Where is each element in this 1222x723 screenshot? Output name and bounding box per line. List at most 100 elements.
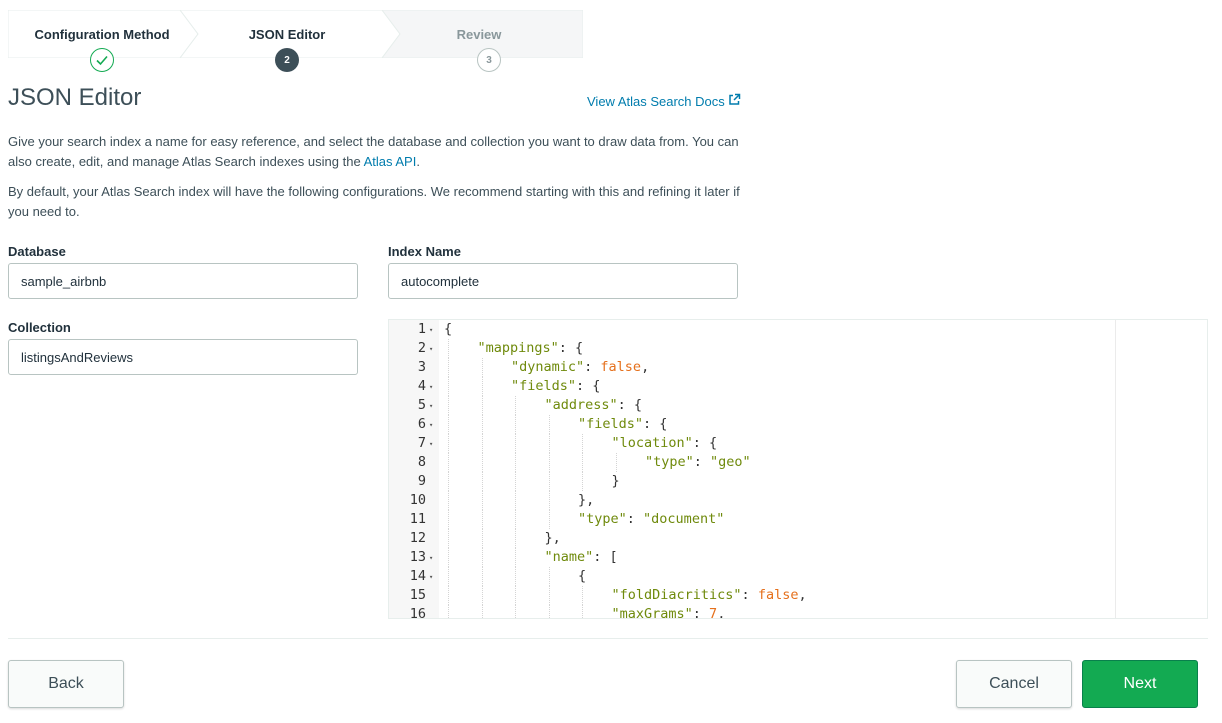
code-token: : [	[593, 549, 618, 565]
step-json-editor[interactable]: JSON Editor 2	[196, 10, 378, 78]
line-number: 15	[409, 587, 426, 603]
index-name-label: Index Name	[388, 244, 461, 259]
code-token: :	[693, 454, 711, 470]
code-token: : {	[692, 435, 718, 451]
defaults-paragraph: By default, your Atlas Search index will…	[8, 184, 740, 219]
code-token: 7	[709, 606, 718, 619]
indent-guide	[448, 529, 449, 548]
indent-guide	[481, 377, 483, 396]
step-configuration-method[interactable]: Configuration Method	[8, 10, 196, 78]
atlas-api-link[interactable]: Atlas API	[363, 154, 417, 169]
view-docs-link[interactable]: View Atlas Search Docs	[587, 93, 741, 109]
fold-toggle-icon[interactable]: ▾	[429, 326, 434, 334]
code-text: "maxGrams": 7,	[611, 605, 726, 619]
database-field[interactable]	[8, 263, 358, 299]
stepper-background	[8, 10, 583, 58]
check-icon	[90, 48, 114, 72]
code-token: "foldDiacritics"	[611, 587, 742, 603]
indent-guide	[548, 453, 550, 472]
indent-guide	[515, 396, 516, 415]
code-token: :	[584, 359, 601, 375]
indent-guide	[515, 491, 516, 510]
code-text: "address": {	[545, 396, 643, 415]
editor-line: 6▾"fields": {	[389, 415, 1207, 434]
indent-guide	[481, 396, 483, 415]
code-token: false	[600, 359, 642, 375]
next-button[interactable]: Next	[1082, 660, 1198, 708]
indent-guide	[448, 434, 449, 453]
indent-guide	[548, 510, 550, 529]
json-editor[interactable]: 1▾{2▾"mappings": {3"dynamic": false,4▾"f…	[388, 319, 1208, 619]
line-number: 5	[417, 397, 426, 413]
code-token: ,	[798, 587, 807, 603]
indent-guide	[515, 586, 516, 605]
editor-line: 10},	[389, 491, 1207, 510]
description-text-end: .	[416, 154, 420, 169]
code-token: "geo"	[710, 454, 751, 470]
fold-toggle-icon[interactable]: ▾	[429, 345, 434, 353]
code-text: "foldDiacritics": false,	[612, 586, 807, 605]
editor-line: 11"type": "document"	[389, 510, 1207, 529]
indent-guide	[515, 529, 516, 548]
indent-guide	[515, 434, 516, 453]
external-link-icon	[728, 93, 741, 109]
step-review[interactable]: Review 3	[386, 10, 572, 78]
code-text: "name": [	[545, 548, 618, 567]
fold-toggle-icon[interactable]: ▾	[429, 421, 434, 429]
index-name-field[interactable]	[388, 263, 738, 299]
indent-guide	[548, 567, 550, 586]
indent-guide	[448, 510, 449, 529]
indent-guide	[548, 434, 550, 453]
line-number: 12	[409, 530, 426, 546]
line-number: 8	[417, 454, 426, 470]
fold-toggle-icon[interactable]: ▾	[429, 383, 434, 391]
code-token: "type"	[645, 454, 694, 470]
code-token: "name"	[544, 549, 594, 565]
back-button[interactable]: Back	[8, 660, 124, 708]
step-label: Review	[456, 27, 502, 42]
code-token: "address"	[544, 397, 618, 413]
fold-toggle-icon[interactable]: ▾	[429, 402, 434, 410]
indent-guide	[481, 415, 483, 434]
fold-toggle-icon[interactable]: ▾	[429, 554, 434, 562]
indent-guide	[481, 605, 483, 618]
indent-guide	[448, 339, 449, 358]
fold-toggle-icon[interactable]: ▾	[429, 440, 434, 448]
indent-guide	[515, 605, 516, 618]
code-text: "fields": {	[511, 377, 600, 396]
indent-guide	[481, 434, 483, 453]
indent-guide	[548, 605, 550, 618]
code-token: }	[611, 473, 620, 489]
indent-guide	[481, 548, 483, 567]
code-token: : {	[617, 397, 643, 413]
indent-guide	[448, 586, 449, 605]
indent-guide	[481, 472, 483, 491]
step-number-badge: 2	[275, 48, 299, 72]
code-text: "type": "geo"	[645, 453, 751, 472]
indent-guide	[615, 453, 617, 472]
database-label: Database	[8, 244, 66, 259]
editor-line: 2▾"mappings": {	[389, 339, 1207, 358]
cancel-button[interactable]: Cancel	[956, 660, 1072, 708]
indent-guide	[448, 605, 449, 618]
collection-field[interactable]	[8, 339, 358, 375]
editor-line: 16 "maxGrams": 7,	[389, 605, 1207, 619]
code-token: : {	[643, 416, 668, 432]
line-number: 4	[417, 378, 426, 394]
indent-guide	[582, 472, 583, 491]
line-number: 9	[417, 473, 426, 489]
indent-guide	[515, 415, 516, 434]
indent-guide	[448, 491, 449, 510]
code-token: "type"	[578, 511, 627, 527]
code-text: {	[444, 320, 452, 339]
indent-guide	[481, 586, 483, 605]
line-number: 16	[409, 606, 426, 619]
code-token: "maxGrams"	[611, 606, 693, 619]
indent-guide	[582, 586, 583, 605]
code-token: :	[692, 606, 710, 619]
code-token: "fields"	[578, 416, 644, 432]
fold-toggle-icon[interactable]: ▾	[429, 573, 434, 581]
line-number: 14	[409, 568, 426, 584]
indent-guide	[548, 491, 550, 510]
docs-link-label: View Atlas Search Docs	[587, 93, 725, 109]
